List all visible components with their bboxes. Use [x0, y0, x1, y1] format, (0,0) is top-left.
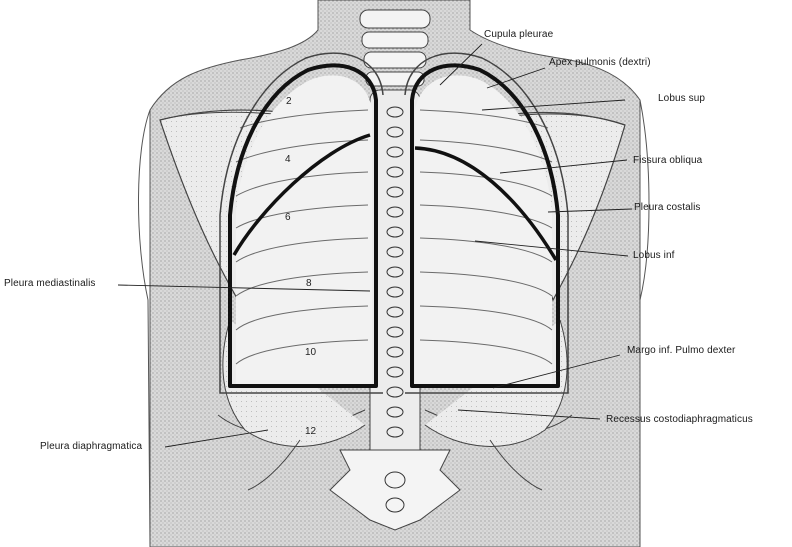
- label-margo-inf: Margo inf. Pulmo dexter: [627, 345, 735, 356]
- label-pleura-diaphragmatica: Pleura diaphragmatica: [40, 441, 142, 452]
- label-pleura-mediastinalis: Pleura mediastinalis: [4, 278, 96, 289]
- label-pleura-costalis: Pleura costalis: [634, 202, 701, 213]
- rib-number: 10: [305, 347, 317, 358]
- label-apex-pulmonis: Apex pulmonis (dextri): [549, 57, 651, 68]
- label-lobus-sup: Lobus sup: [658, 93, 705, 104]
- label-recessus: Recessus costodiaphragmaticus: [606, 414, 753, 425]
- rib-number: 2: [286, 96, 292, 107]
- label-fissura-obliqua: Fissura obliqua: [633, 155, 702, 166]
- rib-number: 12: [305, 426, 317, 437]
- label-cupula-pleurae: Cupula pleurae: [484, 29, 553, 40]
- rib-number: 8: [306, 278, 312, 289]
- rib-number: 6: [285, 212, 291, 223]
- rib-number: 4: [285, 154, 291, 165]
- label-lobus-inf: Lobus inf: [633, 250, 675, 261]
